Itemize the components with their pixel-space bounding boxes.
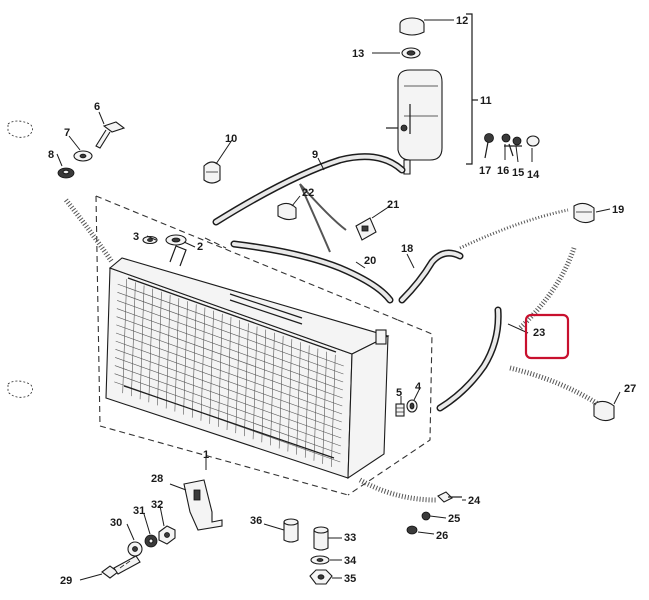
callout-3: 3	[133, 231, 139, 243]
callout-33: 33	[344, 532, 356, 544]
spacer-33	[313, 526, 329, 551]
callout-19: 19	[612, 204, 624, 216]
drain-plug-5	[395, 403, 405, 417]
callout-28: 28	[151, 473, 163, 485]
grille-line	[117, 300, 344, 383]
callout-2: 2	[197, 241, 203, 253]
callout-18: 18	[401, 243, 413, 255]
hose-clip-3	[142, 235, 158, 245]
callout-20: 20	[364, 255, 376, 267]
tank-hardware	[484, 133, 540, 159]
bolt-6	[95, 121, 126, 149]
grille-line	[115, 340, 342, 423]
callout-4: 4	[415, 381, 422, 393]
callout-32: 32	[151, 499, 163, 511]
callout-29: 29	[60, 575, 72, 587]
bracket-28	[183, 479, 223, 531]
callout-11: 11	[480, 95, 492, 107]
callout-15: 15	[512, 167, 524, 179]
hose-clip-19	[573, 202, 595, 224]
grille-line	[116, 324, 343, 407]
tank-cap-12	[399, 17, 425, 36]
callout-25: 25	[448, 513, 460, 525]
grille-line	[114, 365, 341, 447]
callout-21: 21	[387, 199, 399, 211]
callout-16: 16	[497, 165, 509, 177]
callout-17: 17	[479, 165, 491, 177]
callout-26: 26	[436, 530, 448, 542]
callout-6: 6	[94, 101, 100, 113]
grille-line	[116, 308, 343, 391]
grille-line	[115, 357, 342, 439]
callout-7: 7	[64, 127, 70, 139]
callout-36: 36	[250, 515, 262, 527]
deflector-strips	[64, 183, 600, 503]
radiator-filler-neck	[165, 234, 187, 246]
assembly-outline	[95, 195, 433, 496]
grille-line	[115, 332, 343, 415]
bracket-21	[355, 217, 377, 241]
washer-31	[144, 534, 158, 548]
grille-line	[117, 283, 344, 367]
bottom-mounting-bolts	[406, 491, 462, 535]
bolt-29	[101, 555, 141, 579]
radiator-core	[105, 245, 390, 480]
washer-30	[127, 541, 143, 557]
callout-13: 13	[352, 48, 364, 60]
hose-clip-10	[203, 161, 221, 184]
leader-lines	[56, 19, 621, 581]
hose-clip-27	[593, 400, 615, 422]
nut-32	[158, 525, 176, 545]
callout-1: 1	[203, 449, 209, 461]
callout-8: 8	[48, 149, 54, 161]
callout-31: 31	[133, 505, 145, 517]
hose-clip-22	[277, 202, 297, 221]
expansion-tank	[386, 69, 443, 175]
callout-22: 22	[302, 187, 314, 199]
callout-12: 12	[456, 15, 468, 27]
washer-34	[310, 555, 330, 565]
callout-5: 5	[396, 387, 402, 399]
callout-23: 23	[533, 327, 545, 339]
callout-34: 34	[344, 555, 357, 567]
callout-9: 9	[312, 149, 318, 161]
grille-line	[117, 292, 344, 375]
callout-labels: 1 2 3 4 5 6 7 8 9 10 11 12 13 14 15 16 1…	[48, 15, 636, 587]
group-bracket-11	[466, 13, 478, 165]
tank-seal-13	[401, 47, 421, 59]
nut-8	[57, 167, 75, 179]
washer-7	[73, 150, 93, 162]
callout-14: 14	[527, 169, 540, 181]
drain-seal-4	[406, 399, 418, 413]
callout-35: 35	[344, 573, 356, 585]
nut-35	[309, 569, 333, 585]
grille-line	[115, 349, 342, 431]
grille-line	[114, 373, 341, 455]
highlight-box-23	[524, 313, 570, 360]
callout-24: 24	[468, 495, 481, 507]
binder-hole-marks	[7, 120, 33, 398]
callout-10: 10	[225, 133, 237, 145]
hoses	[212, 153, 502, 412]
callout-27: 27	[624, 383, 636, 395]
callout-30: 30	[110, 517, 122, 529]
grille-line	[116, 316, 343, 399]
spacer-36	[283, 518, 299, 543]
